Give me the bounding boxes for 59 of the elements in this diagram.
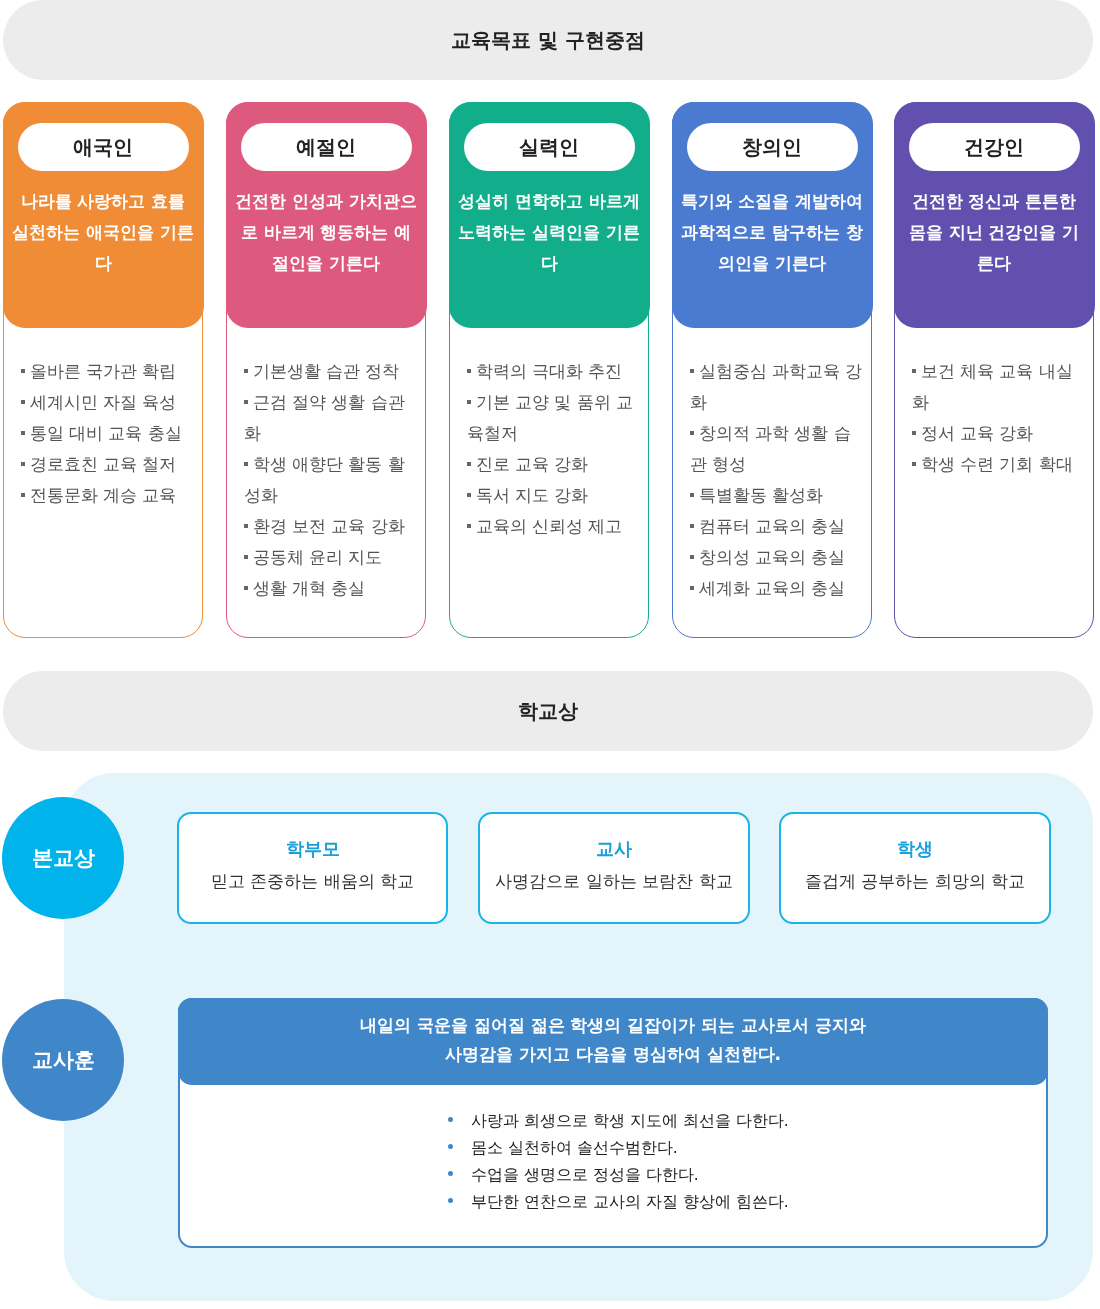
circle-label: 교사훈 bbox=[2, 999, 124, 1121]
school-box bbox=[478, 812, 750, 924]
goal-card bbox=[226, 102, 426, 638]
bullet-item: 전통문화 계승 교육 bbox=[21, 480, 194, 511]
school-box bbox=[177, 812, 448, 924]
name-pill: 애국인 bbox=[17, 122, 189, 171]
bullet-item: 학력의 극대화 추진 bbox=[467, 356, 640, 387]
bullet-item: 창의성 교육의 충실 bbox=[690, 542, 863, 573]
bullet-item: 부단한 연찬으로 교사의 자질 향상에 힘쓴다. bbox=[448, 1189, 789, 1216]
bullet-item: 교육의 신뢰성 제고 bbox=[467, 511, 640, 542]
motto-header: 내일의 국운을 짊어질 젊은 학생의 길잡이가 되는 교사로서 긍지와 사명감을 가지고 다음을 명심하여 실천한다. bbox=[178, 998, 1048, 1085]
bullet-item: 특별활동 활성화 bbox=[690, 480, 863, 511]
bullet-item: 실험중심 과학교육 강화 bbox=[690, 356, 863, 418]
heading-band: 학교상 bbox=[3, 671, 1093, 751]
name-pill: 창의인 bbox=[686, 122, 858, 171]
box-text: 믿고 존중하는 배움의 학교 bbox=[209, 870, 416, 893]
bullet-item: 경로효친 교육 철저 bbox=[21, 449, 194, 480]
goal-card bbox=[894, 102, 1094, 638]
bullet-item: 컴퓨터 교육의 충실 bbox=[690, 511, 863, 542]
goal-text: 건전한 정신과 튼튼한 몸을 지닌 건강인을 기른다 bbox=[907, 189, 1081, 275]
heading-band: 교육목표 및 구현중점 bbox=[3, 0, 1093, 80]
box-heading: 교사 bbox=[595, 837, 633, 861]
motto-box bbox=[178, 998, 1048, 1248]
goal-card bbox=[449, 102, 649, 638]
bullet-item: 공동체 윤리 지도 bbox=[244, 542, 417, 573]
bullet-item: 세계시민 자질 육성 bbox=[21, 387, 194, 418]
box-heading: 학생 bbox=[896, 837, 934, 861]
name-pill: 실력인 bbox=[463, 122, 635, 171]
bullet-item: 창의적 과학 생활 습관 형성 bbox=[690, 418, 863, 480]
goal-card bbox=[3, 102, 203, 638]
bullet-item: 사랑과 희생으로 학생 지도에 최선을 다한다. bbox=[448, 1108, 789, 1135]
bullet-item: 보건 체육 교육 내실화 bbox=[912, 356, 1085, 418]
bullet-item: 정서 교육 강화 bbox=[912, 418, 1085, 449]
bullet-item: 학생 수련 기회 확대 bbox=[912, 449, 1085, 480]
bullet-item: 독서 지도 강화 bbox=[467, 480, 640, 511]
bullet-item: 세계화 교육의 충실 bbox=[690, 573, 863, 604]
bullet-item: 통일 대비 교육 충실 bbox=[21, 418, 194, 449]
bullet-item: 근검 절약 생활 습관화 bbox=[244, 387, 417, 449]
bullet-item: 올바른 국가관 확립 bbox=[21, 356, 194, 387]
box-heading: 학부모 bbox=[284, 837, 341, 861]
bullet-item: 수업을 생명으로 정성을 다한다. bbox=[448, 1162, 789, 1189]
bullet-item: 진로 교육 강화 bbox=[467, 449, 640, 480]
goal-card bbox=[672, 102, 872, 638]
goal-text: 특기와 소질을 계발하여 과학적으로 탐구하는 창의인을 기른다 bbox=[680, 189, 864, 275]
bullet-item: 생활 개혁 충실 bbox=[244, 573, 417, 604]
bullet-item: 기본 교양 및 품위 교육철저 bbox=[467, 387, 640, 449]
goal-text: 건전한 인성과 가치관으로 바르게 행동하는 예절인을 기른다 bbox=[234, 189, 418, 275]
box-text: 즐겁게 공부하는 희망의 학교 bbox=[803, 870, 1027, 893]
name-pill: 예절인 bbox=[240, 122, 412, 171]
goal-text: 나라를 사랑하고 효를 실천하는 애국인을 기른다 bbox=[11, 189, 195, 275]
bullet-item: 몸소 실천하여 솔선수범한다. bbox=[448, 1135, 789, 1162]
school-box bbox=[779, 812, 1051, 924]
bullet-item: 환경 보전 교육 강화 bbox=[244, 511, 417, 542]
box-text: 사명감으로 일하는 보람찬 학교 bbox=[494, 870, 734, 893]
circle-label: 본교상 bbox=[2, 797, 124, 919]
bullet-item: 학생 애향단 활동 활성화 bbox=[244, 449, 417, 511]
name-pill: 건강인 bbox=[908, 122, 1080, 171]
bullet-item: 기본생활 습관 정착 bbox=[244, 356, 417, 387]
goal-text: 성실히 면학하고 바르게 노력하는 실력인을 기른다 bbox=[457, 189, 641, 275]
